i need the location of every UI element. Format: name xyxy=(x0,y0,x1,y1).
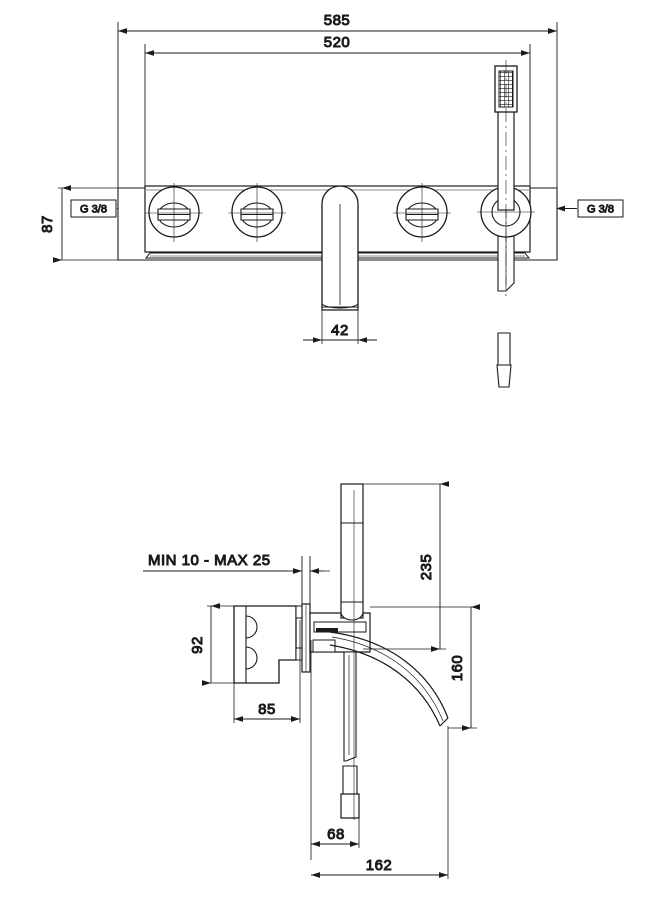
dim-wall-thickness-label: MIN 10 - MAX 25 xyxy=(148,552,271,569)
hand-shower-wand-front xyxy=(477,60,535,300)
dim-235-group: 235 xyxy=(363,481,449,652)
hose-connector-front xyxy=(496,332,512,388)
dim-585-group: 585 xyxy=(117,12,558,196)
side-section-view: MIN 10 - MAX 25 92 xyxy=(143,481,480,879)
callout-inlet-right-label: G 3/8 xyxy=(587,204,614,216)
dim-42-group: 42 xyxy=(303,310,377,344)
dim-68-label: 68 xyxy=(327,826,345,843)
hand-shower-wand-side xyxy=(340,483,364,820)
dim-42-label: 42 xyxy=(331,322,349,339)
dim-520-group: 520 xyxy=(144,34,531,190)
callout-inlet-right: G 3/8 xyxy=(556,199,624,218)
wall-plate-side xyxy=(301,603,311,673)
dim-87-label: 87 xyxy=(39,215,56,233)
dim-160-label: 160 xyxy=(449,655,466,682)
dim-520-label: 520 xyxy=(324,34,351,51)
callout-inlet-left: G 3/8 xyxy=(70,199,138,218)
front-elevation-view: 585 520 87 G 3/8 G 3/8 xyxy=(39,12,624,388)
callout-inlet-left-label: G 3/8 xyxy=(80,204,107,216)
valve-body-side xyxy=(309,612,371,653)
dim-235-label: 235 xyxy=(418,554,435,581)
dim-85-group: 85 xyxy=(233,620,301,723)
dim-92-group: 92 xyxy=(189,603,234,686)
valve-handle-3 xyxy=(393,183,451,242)
dim-162-group: 162 xyxy=(311,726,449,879)
dim-68-group: 68 xyxy=(310,640,360,860)
dim-585-label: 585 xyxy=(324,12,351,29)
dim-92-label: 92 xyxy=(189,636,206,654)
dim-85-label: 85 xyxy=(258,701,276,718)
valve-handle-2 xyxy=(228,183,286,242)
valve-handle-1 xyxy=(145,183,203,242)
dim-162-label: 162 xyxy=(366,857,393,874)
dim-160-group: 160 xyxy=(370,604,480,731)
spout-outlet-front xyxy=(321,185,359,311)
curved-spout-side xyxy=(329,631,449,727)
dim-87-group: 87 xyxy=(39,185,118,263)
dim-wall-thickness-group: MIN 10 - MAX 25 xyxy=(143,552,330,620)
